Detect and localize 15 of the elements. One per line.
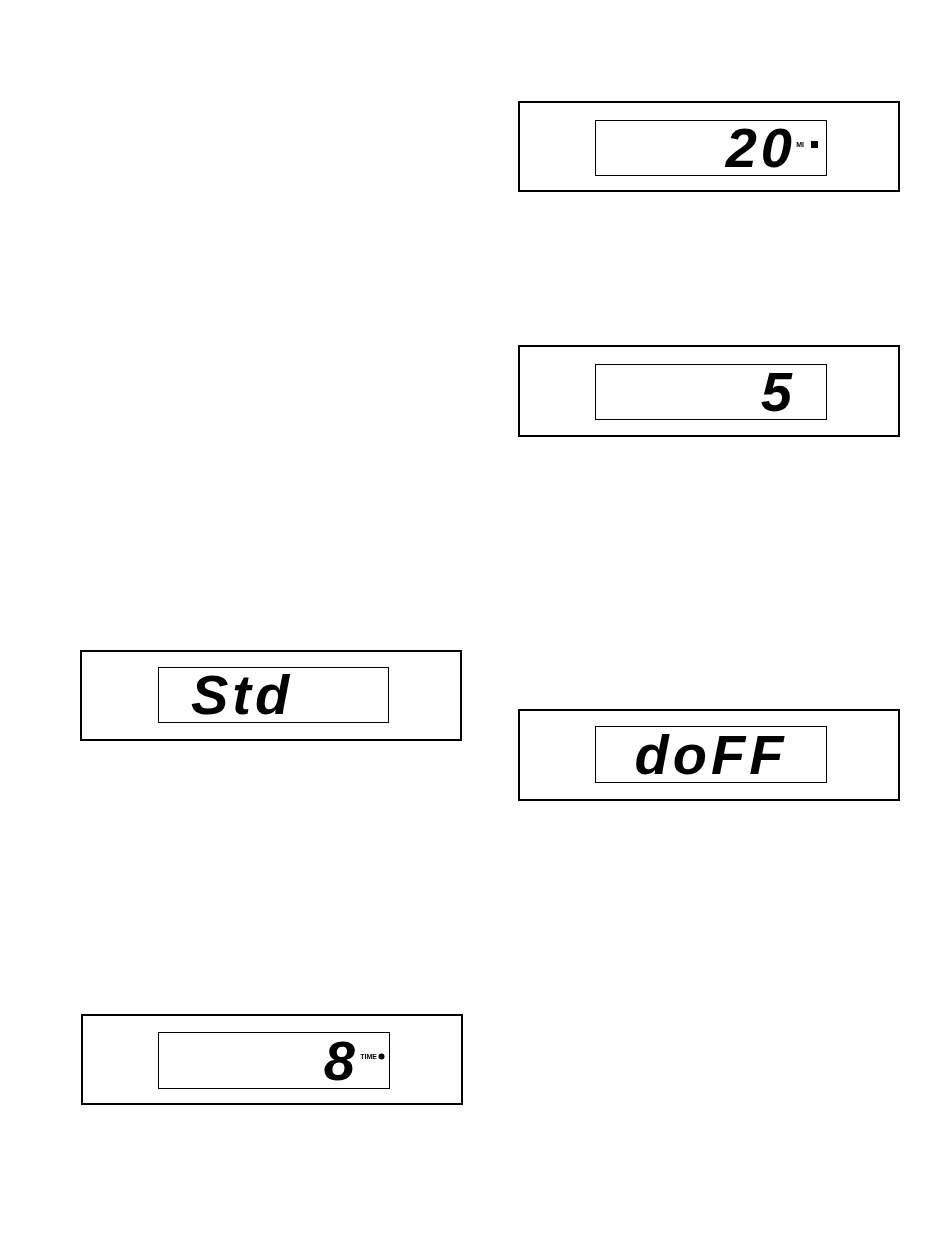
display-digits: Std <box>191 667 294 723</box>
display-panel <box>80 650 462 741</box>
display-digits: 20 <box>725 120 796 176</box>
lcd-display <box>158 667 389 723</box>
display-digits: 5 <box>760 364 796 420</box>
display-digits: doFF <box>634 726 788 783</box>
lcd-display <box>595 120 827 176</box>
lcd-display <box>158 1032 390 1089</box>
display-digits: 8 <box>323 1032 359 1089</box>
lcd-display <box>595 726 827 783</box>
display-panel <box>518 345 900 437</box>
display-panel <box>518 101 900 192</box>
display-panel <box>518 709 900 801</box>
lcd-display <box>595 364 827 420</box>
display-panel <box>81 1014 463 1105</box>
